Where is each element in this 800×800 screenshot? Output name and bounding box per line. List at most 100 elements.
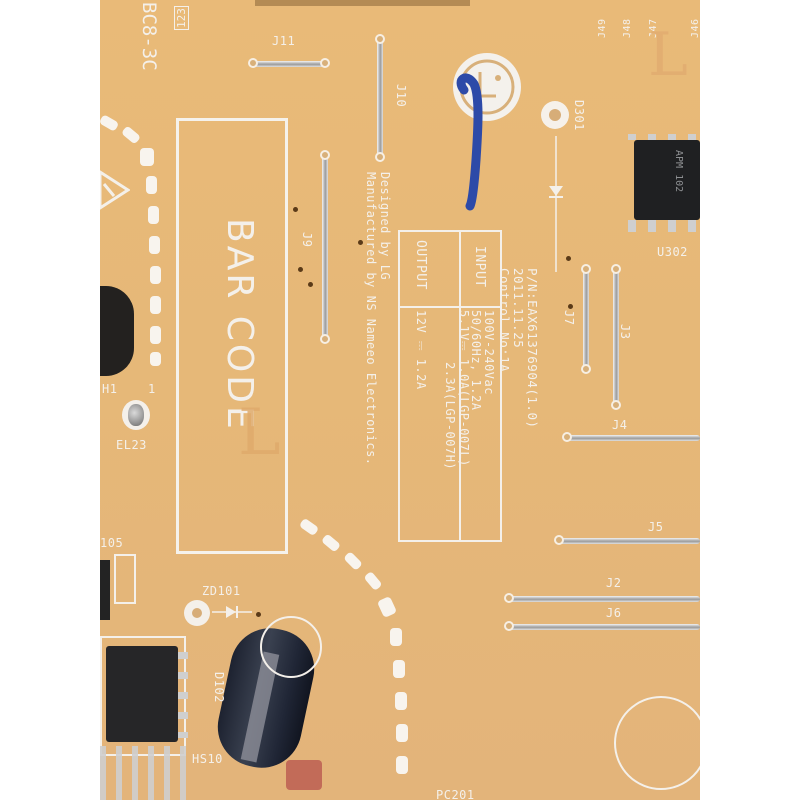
heatsink-pins [100, 746, 190, 800]
d301-label: D301 [572, 100, 586, 131]
el23-label: EL23 [116, 438, 147, 452]
output-line-1: 5.1V⎓ 1.0A(LGP-007L) [457, 310, 471, 467]
d102-label: D102 [212, 672, 226, 703]
j11-label: J11 [272, 34, 296, 48]
boundary-dash [396, 724, 408, 742]
boundary-dash [146, 176, 157, 194]
j11-pad [320, 58, 330, 68]
boundary-dash [100, 114, 120, 132]
j7-label: J7 [562, 310, 576, 326]
r105-label: 105 [100, 536, 124, 550]
control-number-text: Control No:1A [497, 268, 512, 373]
j11-pad [248, 58, 258, 68]
j9-pad [320, 334, 330, 344]
j10-pad [375, 152, 385, 162]
r105-pad [114, 554, 136, 604]
h1-screw [128, 404, 144, 426]
boundary-dash [298, 517, 320, 537]
h1-label: H1 [102, 382, 118, 396]
ic-bottom-pins [178, 652, 188, 738]
j2-jumper [508, 596, 700, 602]
j5-jumper [558, 538, 700, 544]
j4-label: J4 [612, 418, 628, 432]
j6-label: J6 [606, 606, 622, 620]
j11-jumper [252, 61, 326, 67]
output-line-2: 2.3A(LGP-007H) [443, 362, 457, 471]
zd101-hole [192, 608, 202, 618]
j46-label: J46 [690, 18, 700, 38]
small-resistor [286, 760, 322, 790]
u302-pins [628, 134, 700, 140]
pc201-label: PC201 [436, 788, 475, 800]
via-hole [298, 267, 303, 272]
box-digits-label: 123 [174, 6, 189, 30]
mounting-circle-outline [614, 696, 700, 790]
via-hole [568, 304, 573, 309]
watermark-letter: L [648, 20, 688, 90]
boundary-dash [150, 266, 161, 284]
boundary-dash [343, 551, 363, 571]
j3-jumper [613, 268, 619, 406]
j7-pad [581, 364, 591, 374]
u302-ic-marking: APM 102 [673, 150, 684, 193]
j2-label: J2 [606, 576, 622, 590]
boundary-dash [396, 756, 408, 774]
j10-jumper [377, 38, 383, 160]
boundary-dash [150, 296, 161, 314]
bar-code-box [176, 118, 288, 554]
zd101-label: ZD101 [202, 584, 241, 598]
j49-label: J49 [597, 18, 608, 38]
j5-pad [554, 535, 564, 545]
u302-pins-bottom [628, 220, 700, 232]
h1-pin-label: 1 [148, 382, 156, 396]
part-number-text: P/N:EAX61376904(1.0) [525, 268, 540, 429]
spec-table [398, 230, 502, 542]
boundary-dash [320, 533, 342, 553]
d301-hole [549, 109, 561, 121]
ic-bottom [106, 646, 178, 742]
boundary-dash [149, 236, 160, 254]
input-frequency: 50/60Hz, 1.2A [469, 310, 483, 411]
via-hole [293, 207, 298, 212]
input-header: INPUT [472, 246, 487, 288]
boundary-dash [390, 628, 402, 646]
u302-ic [634, 140, 700, 220]
via-hole [256, 612, 261, 617]
j9-pad [320, 150, 330, 160]
top-connector [255, 0, 470, 6]
j9-jumper [322, 154, 328, 340]
boundary-dash [140, 148, 154, 166]
capacitor-outline [260, 616, 322, 678]
j3-pad [611, 400, 621, 410]
blue-marker-line [456, 73, 483, 211]
j6-jumper [508, 624, 700, 630]
dark-capacitor [100, 286, 134, 376]
pcb-board: BC8-3C 123 J49 J48 J47 J46 BAR CODE J11 … [100, 0, 700, 800]
j7-jumper [583, 268, 589, 372]
via-hole [308, 282, 313, 287]
zener-diode-icon [212, 606, 252, 618]
output-header: OUTPUT [413, 240, 428, 290]
watermark-letter: L [238, 396, 281, 470]
j2-pad [504, 593, 514, 603]
u302-label: U302 [657, 245, 688, 259]
hs10-label: HS10 [192, 752, 223, 766]
input-voltage: 100V-240Vac [482, 310, 496, 395]
designed-by-text: Designed by LG [378, 172, 392, 281]
boundary-dash [363, 570, 383, 592]
j10-pad [375, 34, 385, 44]
j10-label: J10 [394, 84, 408, 108]
boundary-dash [393, 660, 405, 678]
boundary-dash [148, 206, 159, 224]
j6-pad [504, 621, 514, 631]
j5-label: J5 [648, 520, 664, 534]
output-line-3: 12V ⎓ 1.2A [414, 310, 428, 390]
j7-pad [581, 264, 591, 274]
boundary-dash [150, 352, 161, 366]
boundary-dash [395, 692, 407, 710]
boundary-dash [376, 595, 398, 619]
board-code-label: BC8-3C [138, 2, 160, 71]
ic-bottom-outline [100, 636, 186, 756]
via-hole [358, 240, 363, 245]
